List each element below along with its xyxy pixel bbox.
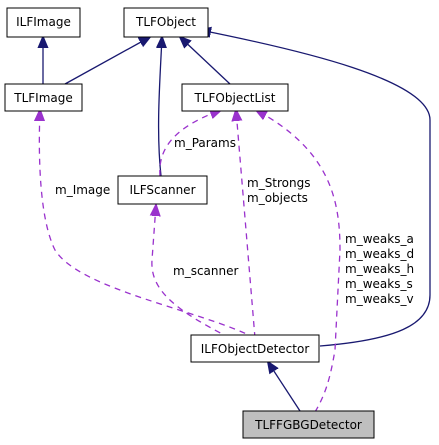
node-label: TLFImage: [13, 91, 73, 105]
node-tlfobject[interactable]: TLFObject: [123, 7, 209, 38]
node-label: ILFScanner: [129, 183, 195, 197]
edge-label-params: m_Params: [174, 136, 236, 150]
edge-label-weaks-5: m_weaks_v: [345, 292, 414, 306]
edge-label-strongs-2: m_objects: [247, 191, 308, 205]
edge-tlfobjectlist-to-tlfobject: [180, 37, 231, 85]
edge-label-weaks-4: m_weaks_s: [345, 277, 413, 291]
edge-tlffgbgdetector-to-ilfobjectdetector: [268, 362, 301, 412]
edge-params: [159, 110, 221, 177]
edge-ilfscanner-to-tlfobject: [159, 37, 162, 177]
edge-label-strongs-1: m_Strongs: [247, 176, 311, 190]
edge-label-image: m_Image: [55, 183, 110, 197]
node-label: TLFObject: [135, 15, 196, 29]
node-tlffgbgdetector[interactable]: TLFFGBGDetector: [242, 410, 375, 439]
node-ilfimage-interface[interactable]: ILFImage: [6, 7, 81, 38]
node-ilfobjectdetector[interactable]: ILFObjectDetector: [190, 334, 320, 363]
edge-label-weaks-2: m_weaks_d: [345, 247, 414, 261]
node-label: ILFObjectDetector: [201, 342, 310, 356]
edge-label-weaks-1: m_weaks_a: [345, 232, 414, 246]
node-tlfobjectlist[interactable]: TLFObjectList: [181, 83, 289, 112]
node-label: ILFImage: [16, 15, 71, 29]
edge-scanner: [152, 205, 231, 339]
node-label: TLFObjectList: [194, 91, 276, 105]
edge-image: [39, 110, 256, 339]
edge-weaks: [256, 110, 341, 413]
inheritance-edges: [43, 30, 431, 412]
edge-label-scanner: m_scanner: [173, 264, 238, 278]
edge-ilfobjectdetector-to-tlfobject: [200, 30, 431, 347]
node-ilfscanner[interactable]: ILFScanner: [117, 175, 208, 205]
edge-strongs: [236, 110, 256, 339]
association-edges: [39, 110, 341, 413]
node-tlfimage[interactable]: TLFImage: [4, 83, 83, 112]
edge-label-weaks-3: m_weaks_h: [345, 262, 414, 276]
node-label: TLFFGBGDetector: [254, 418, 362, 432]
edge-tlfimage-to-tlfobject: [64, 37, 150, 85]
